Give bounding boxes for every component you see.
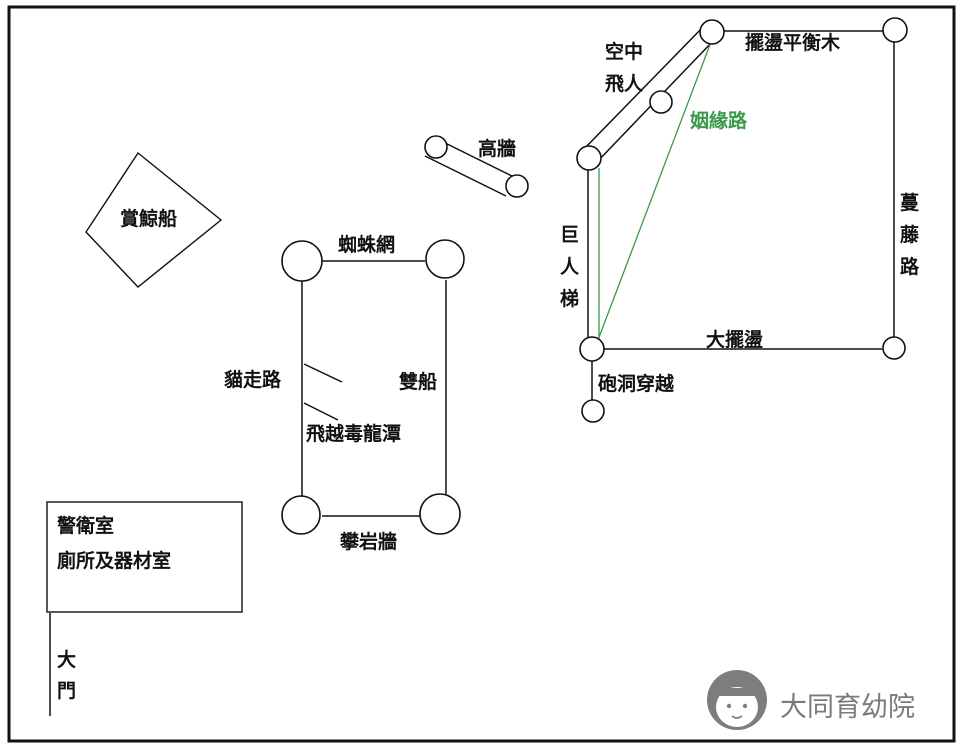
node-balance-right [882,17,908,43]
node-cannon-tunnel [581,399,605,423]
label-climbing-wall: 攀岩牆 [340,530,397,553]
node-ladder-top [576,145,602,171]
label-vine-road-2: 藤 [900,223,920,246]
label-whale-boat: 賞鯨船 [120,207,177,230]
label-gate-1: 大 [57,648,76,671]
label-giant-ladder-2: 人 [560,256,580,278]
map-frame [7,5,956,743]
whale-boat-shape [85,151,223,288]
label-giant-ladder-1: 巨 [560,224,579,246]
logo-face-icon [716,687,758,727]
label-gate-2: 門 [57,680,76,702]
high-wall-node-left [424,135,448,159]
label-vine-road-1: 蔓 [900,192,920,214]
label-cannon-tunnel: 砲洞穿越 [598,372,675,395]
node-top-left [281,240,323,282]
label-toilet-storage: 廁所及器材室 [57,549,171,572]
label-balance-beam: 擺盪平衡木 [745,31,841,54]
label-giant-ladder-3: 梯 [560,287,579,310]
label-aerial-line2: 飛人 [605,73,644,95]
logo-mouth-icon [731,715,743,719]
aerial-edge-outer [582,25,705,151]
label-guard-room: 警衛室 [57,514,114,537]
label-dragon-pool: 飛越毒龍潭 [306,422,401,445]
guard-room-box [46,501,243,613]
node-ladder-bottom [579,336,605,362]
dragon-pool-tick [303,402,339,421]
label-double-boat: 雙船 [399,370,437,393]
label-big-swing: 大擺盪 [706,328,763,351]
node-aerial-mid [649,90,673,114]
high-wall-edge-bottom [424,155,507,197]
label-vine-road-3: 路 [900,255,920,278]
label-aerial-line1: 空中 [605,40,643,63]
label-high-wall: 高牆 [478,137,516,160]
node-bottom-left [281,495,321,535]
node-top-right [425,239,465,279]
label-cat-walk: 貓走路 [224,368,282,391]
marriage-road-edge-diagonal [597,41,712,341]
label-spider-web: 蜘蛛網 [338,233,395,256]
label-marriage-road: 姻緣路 [690,109,748,132]
node-bottom-right [419,493,461,535]
logo-eye-right-icon [742,703,748,709]
node-vine-bottom [882,336,906,360]
watermark-logo [707,670,767,730]
logo-bangs-icon [713,688,761,696]
cat-walk-tick [303,363,343,383]
logo-eye-left-icon [726,703,732,709]
watermark-text: 大同育幼院 [780,692,915,723]
node-balance-left [699,19,725,45]
high-wall-node-right [505,174,529,198]
